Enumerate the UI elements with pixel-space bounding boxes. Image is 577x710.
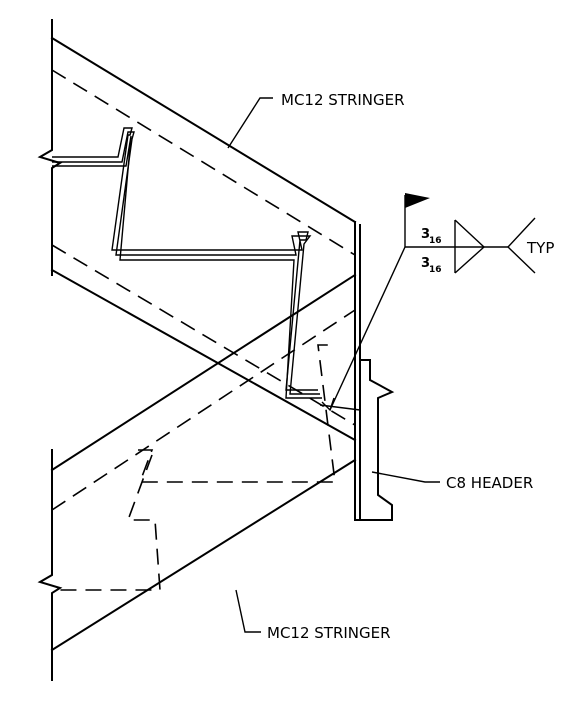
lower-stringer-callout: MC12 STRINGER (235, 589, 391, 642)
weld-bottom-size-num: 3 (421, 256, 430, 271)
weld-symbol: 3 16 3 16 TYP (404, 193, 554, 275)
c8-header-label: C8 HEADER (446, 474, 533, 492)
c8-header-callout: C8 HEADER (371, 471, 533, 492)
weld-leader (321, 246, 406, 412)
lower-stringer (50, 273, 357, 652)
flag-icon (405, 193, 430, 208)
typ-label: TYP (526, 239, 554, 257)
lower-stringer-label: MC12 STRINGER (267, 624, 391, 642)
hidden-angle-lower (52, 344, 336, 591)
connection-plate (354, 221, 361, 521)
weld-top-size-den: 16 (429, 236, 442, 246)
weld-bottom-size-den: 16 (429, 265, 442, 275)
stair-tread-angles (52, 127, 322, 399)
upper-stringer-label: MC12 STRINGER (281, 91, 405, 109)
upper-stringer-callout: MC12 STRINGER (227, 91, 405, 149)
upper-stringer (50, 36, 357, 442)
left-wall-line (37, 19, 63, 681)
weld-top-size-num: 3 (421, 227, 430, 242)
